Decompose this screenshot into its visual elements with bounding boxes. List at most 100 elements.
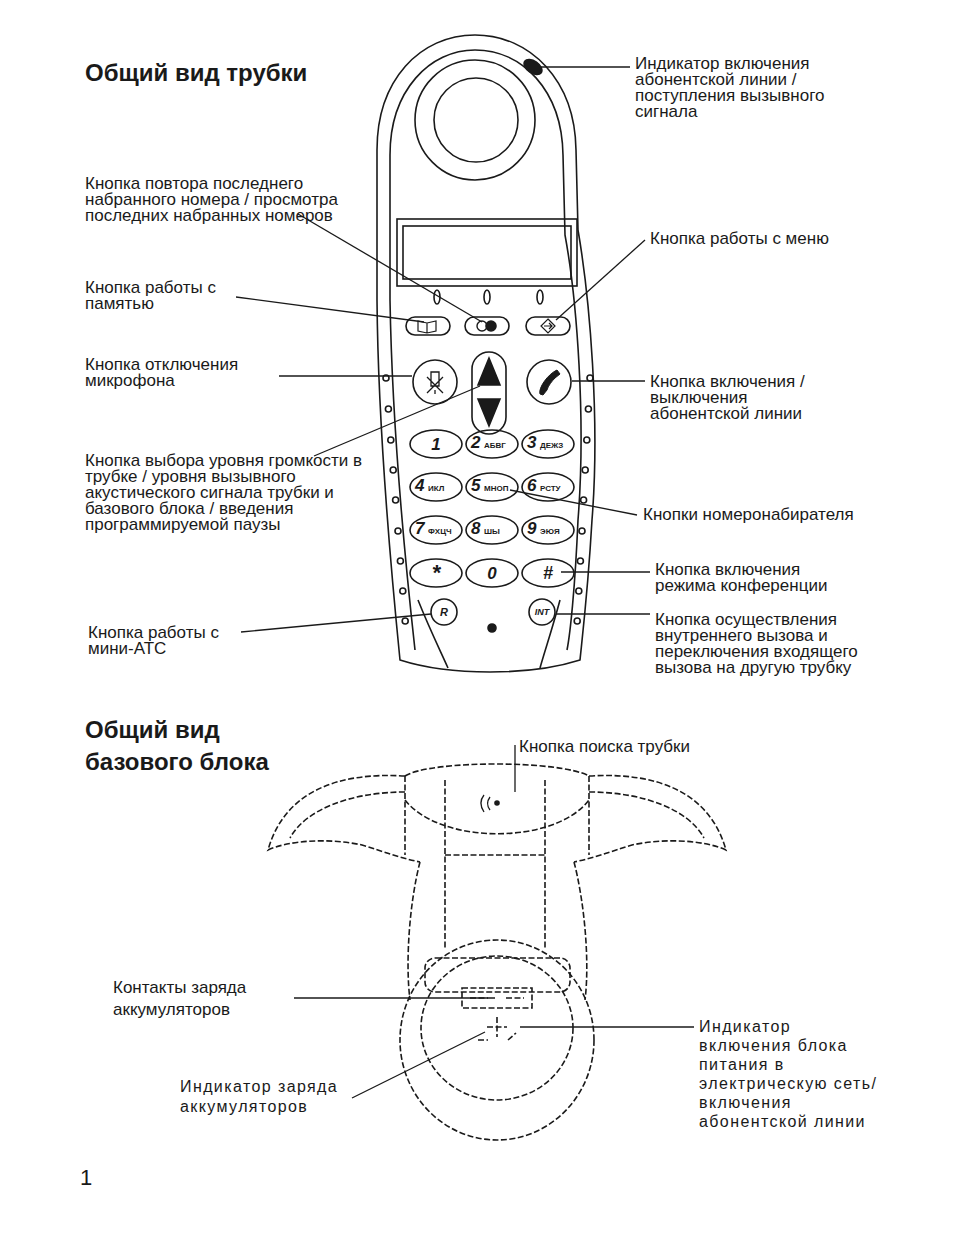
handset-drawing xyxy=(537,290,543,304)
base-unit-drawing xyxy=(400,940,594,1140)
speaker-hole xyxy=(587,375,593,381)
base-unit-drawing xyxy=(405,776,589,855)
handset-drawing xyxy=(540,370,560,395)
key-digit: 3 xyxy=(527,433,536,453)
key-letters: РСТУ xyxy=(540,484,561,494)
key-outline xyxy=(522,516,574,544)
speaker-hole xyxy=(585,406,591,412)
key-outline xyxy=(522,473,574,501)
leader-lines xyxy=(541,66,630,67)
base-unit-drawing xyxy=(405,800,589,834)
callout-label: Кнопка поиска трубки xyxy=(519,739,690,755)
leader-lines xyxy=(556,240,645,320)
key-digit: 9 xyxy=(527,519,536,539)
speaker-hole xyxy=(388,437,394,443)
base-unit-drawing xyxy=(478,1017,516,1040)
handset-drawing xyxy=(526,317,570,335)
speaker-hole xyxy=(581,497,587,503)
leader-lines xyxy=(561,571,650,572)
callout-label: Кнопки номеронабирателя xyxy=(643,507,854,523)
handset-drawing xyxy=(413,360,457,404)
leader-lines xyxy=(556,613,650,614)
key-digit: 2 xyxy=(471,433,480,453)
callout-label: Кнопка осуществления внутреннего вызова … xyxy=(655,612,910,676)
leader-lines xyxy=(241,614,431,632)
handset-drawing xyxy=(377,35,595,672)
section-heading: Общий вид базового блока xyxy=(85,714,325,778)
base-unit-drawing xyxy=(481,795,490,812)
key-letter: R xyxy=(440,606,448,619)
handset-drawing xyxy=(377,35,595,672)
handset-drawing xyxy=(488,624,496,632)
base-unit-drawing xyxy=(589,792,704,838)
handset-drawing xyxy=(418,321,436,333)
leader-lines xyxy=(314,386,480,456)
key-digit: 6 xyxy=(527,476,536,496)
key-outline xyxy=(410,430,462,458)
leader-lines xyxy=(279,375,412,376)
leader-lines xyxy=(520,1026,694,1027)
speaker-hole xyxy=(582,467,588,473)
handset-drawing xyxy=(390,50,581,650)
key-letters: ИКЛ xyxy=(428,484,444,494)
callout-label: Кнопка включения / выключения абонентско… xyxy=(650,374,840,422)
leader-lines xyxy=(572,380,645,381)
speaker-hole xyxy=(397,558,403,564)
key-digit: 7 xyxy=(415,519,424,539)
key-letters: МНОП xyxy=(484,484,508,494)
handset-drawing xyxy=(465,317,509,335)
key-symbol: # xyxy=(543,563,553,583)
callout-label: Кнопка выбора уровня громкости в трубке … xyxy=(85,453,390,533)
handset-drawing xyxy=(472,352,506,434)
base-unit-drawing xyxy=(445,780,545,948)
handset-drawing xyxy=(529,599,555,625)
base-unit-drawing xyxy=(425,958,570,992)
key-symbol: * xyxy=(432,561,441,585)
speaker-hole xyxy=(576,588,582,594)
base-unit-drawing xyxy=(405,764,589,776)
callout-label: Кнопка работы с меню xyxy=(650,231,900,247)
key-outline xyxy=(522,559,574,587)
base-unit-drawing xyxy=(421,956,573,1100)
handset-drawing xyxy=(541,319,555,333)
key-outline xyxy=(410,559,462,587)
handset-drawing xyxy=(527,360,571,404)
speaker-hole xyxy=(577,558,583,564)
speaker-hole xyxy=(574,618,580,624)
handset-drawing xyxy=(484,290,490,304)
key-digit: 5 xyxy=(471,476,480,496)
section-heading: Общий вид трубки xyxy=(85,58,385,88)
key-outline xyxy=(466,516,518,544)
callout-label: Кнопка работы с мини-АТС xyxy=(88,625,233,657)
leader-lines xyxy=(298,214,482,322)
callout-label: Кнопка включения режима конференции xyxy=(655,562,865,594)
callout-label: Кнопка отключения микрофона xyxy=(85,357,270,389)
key-outline xyxy=(466,559,518,587)
speaker-hole xyxy=(579,528,585,534)
handset-drawing xyxy=(418,600,448,668)
key-outline xyxy=(522,430,574,458)
key-digit: 0 xyxy=(487,564,496,583)
key-outline xyxy=(410,516,462,544)
speaker-hole xyxy=(393,497,399,503)
key-outline xyxy=(410,473,462,501)
handset-drawing xyxy=(434,78,518,162)
handset-drawing xyxy=(486,321,496,331)
page-number: 1 xyxy=(80,1165,92,1191)
callout-label: Индикатор включения блока питания в элек… xyxy=(699,1017,884,1131)
key-outline xyxy=(466,430,518,458)
base-unit-drawing xyxy=(290,792,405,838)
base-unit-drawing xyxy=(408,862,420,1000)
speaker-hole xyxy=(400,588,406,594)
base-unit-drawing xyxy=(574,862,587,1000)
leader-lines xyxy=(294,997,495,998)
leader-lines xyxy=(352,1032,485,1098)
handset-drawing xyxy=(431,599,457,625)
key-letters: ДЕЖЗ xyxy=(540,441,563,451)
key-letter: INT xyxy=(535,607,550,618)
key-digit: 4 xyxy=(415,476,424,496)
speaker-hole xyxy=(584,437,590,443)
handset-drawing xyxy=(427,372,443,394)
handset-drawing xyxy=(410,430,574,587)
